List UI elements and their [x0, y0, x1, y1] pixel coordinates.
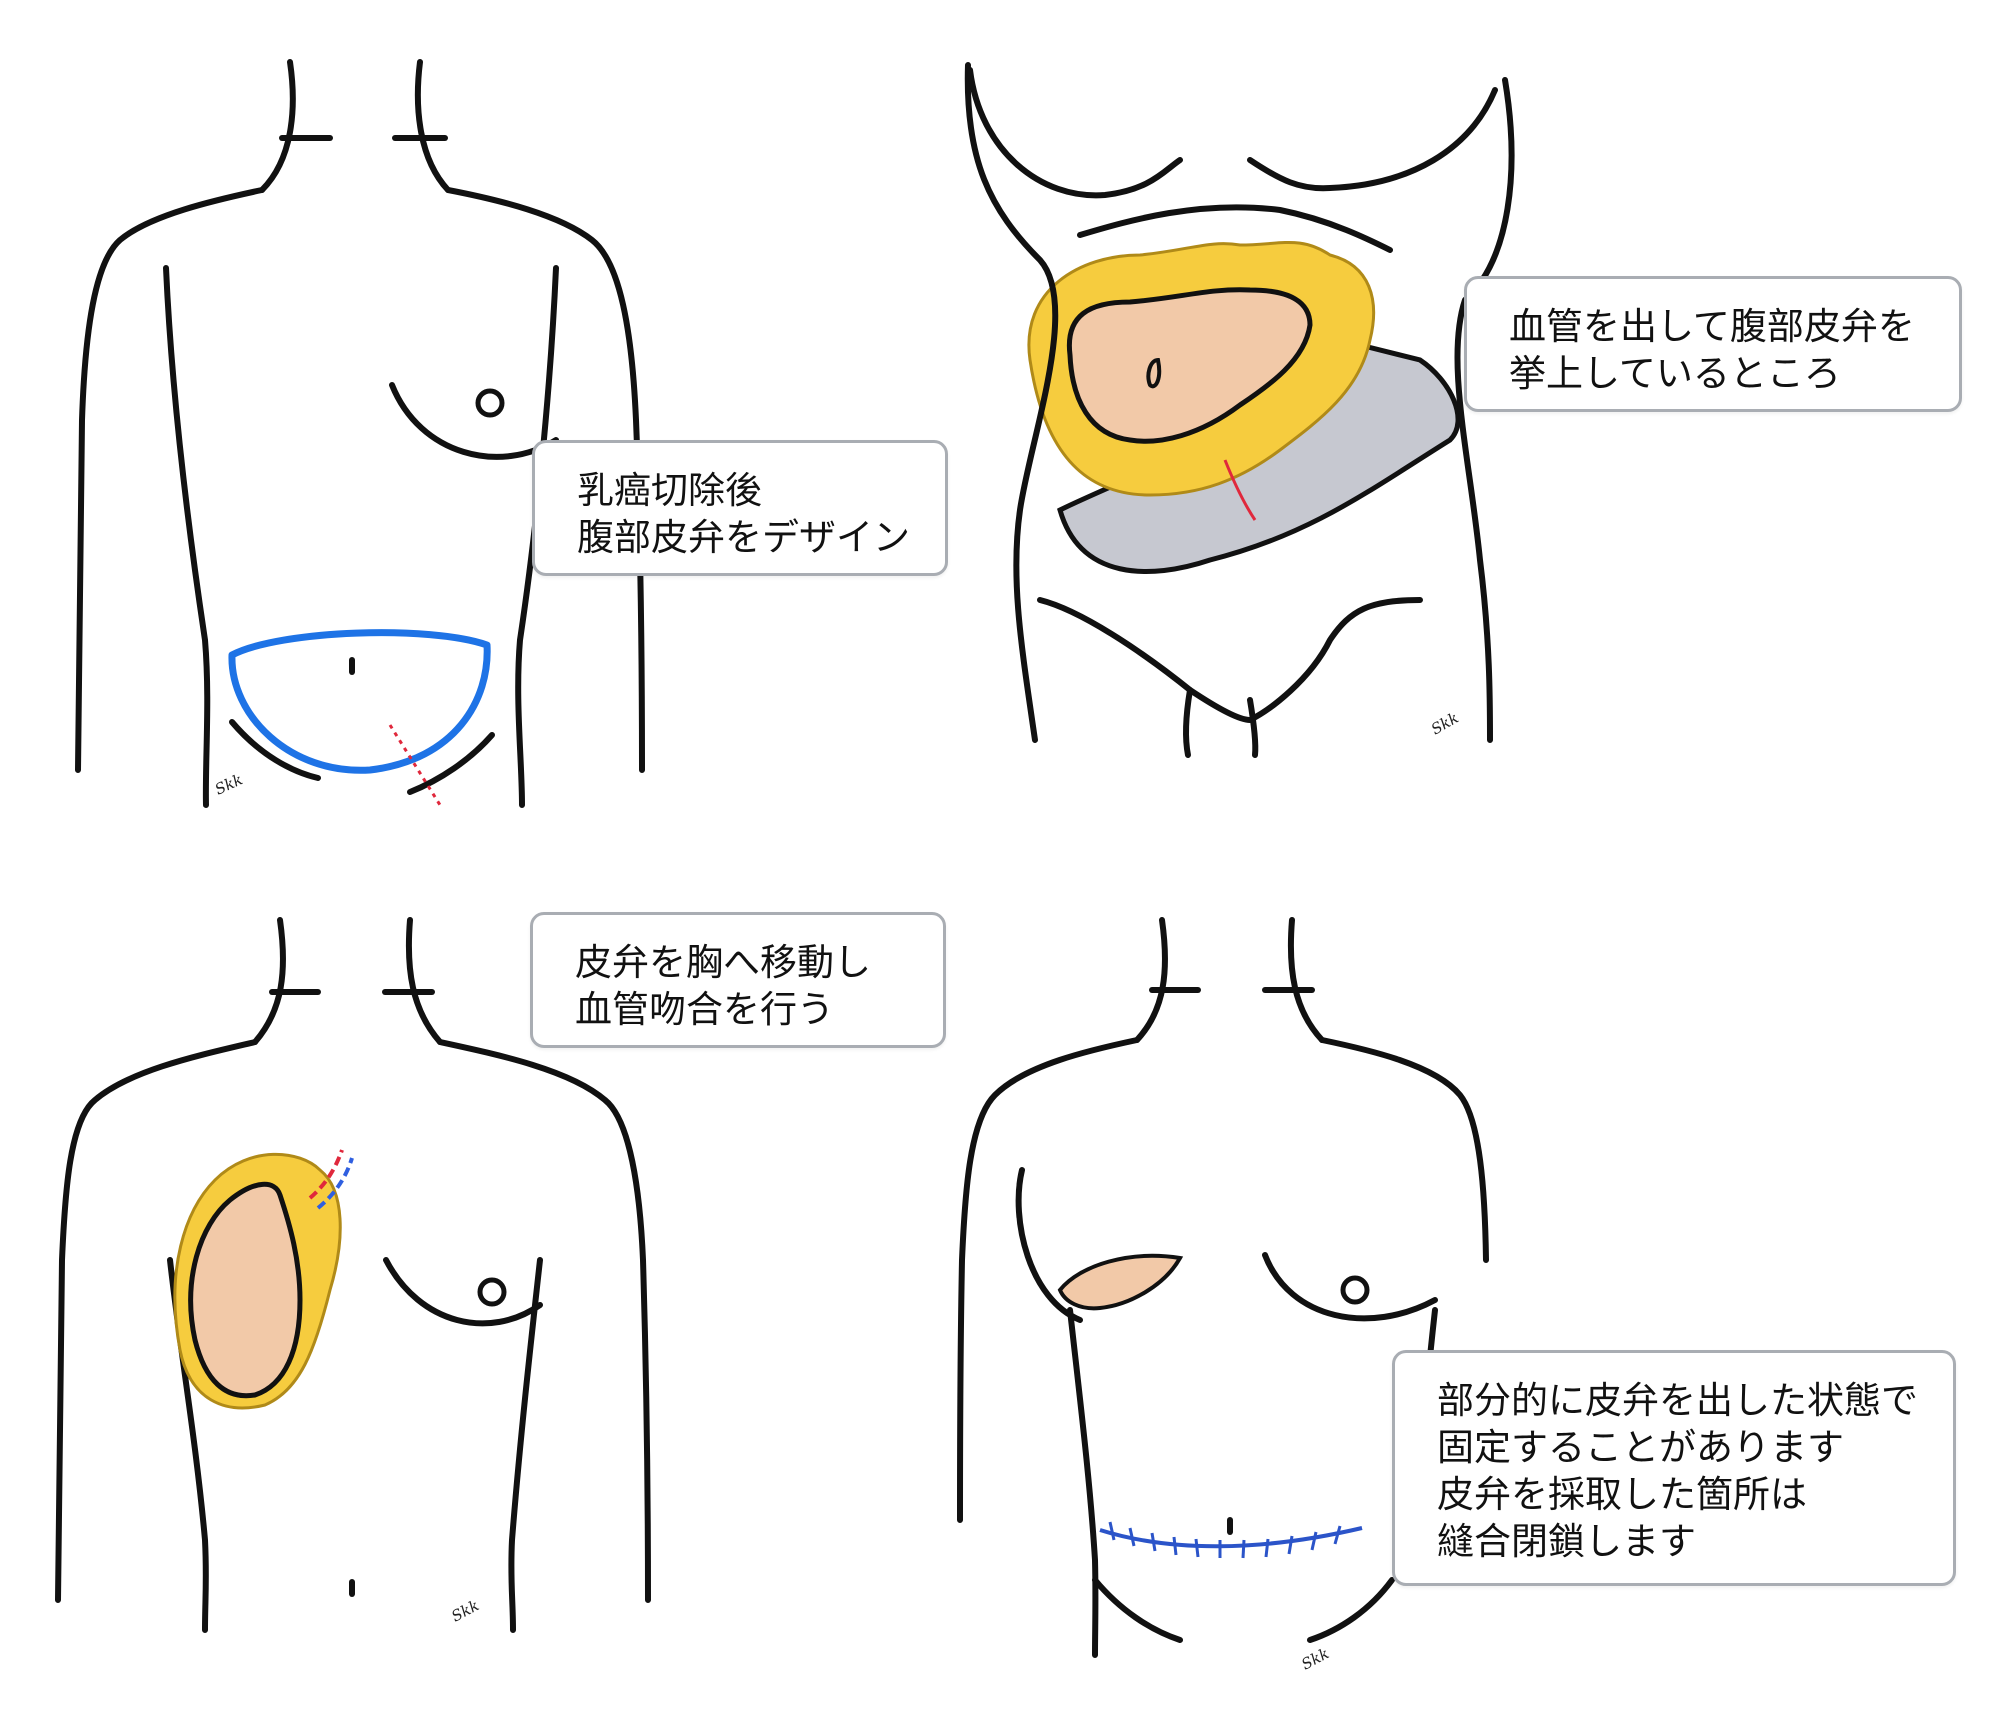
right-shoulder-arm: [437, 1039, 651, 1603]
skin-paddle: [1057, 1253, 1184, 1311]
callout-step2-line-1: 血管を出して腹部皮弁を: [1509, 305, 1915, 348]
vein-vessel: [316, 1157, 354, 1210]
callout-step1-line-1: 乳癌切除後: [577, 469, 762, 512]
leg-right-line: [1247, 697, 1259, 758]
right-groin-line: [407, 732, 495, 795]
right-breast-line: [383, 1257, 543, 1327]
artist-signature: Skk: [448, 1596, 482, 1625]
right-nipple: [1340, 1275, 1370, 1305]
groin-curve: [1037, 597, 1423, 723]
callout-step1: 乳癌切除後 腹部皮弁をデザイン: [532, 440, 948, 576]
left-breast-line: [1015, 1167, 1083, 1323]
groin-right-line: [1307, 1577, 1395, 1643]
left-groin-line: [229, 719, 321, 781]
left-shoulder-arm: [75, 187, 265, 773]
leg-left-line: [1182, 687, 1193, 758]
flap-skin-surface: [188, 1181, 303, 1399]
callout-step3-line-2: 血管吻合を行う: [575, 988, 834, 1031]
artist-signature: Skk: [1298, 1644, 1332, 1673]
callout-step4: 部分的に皮弁を出した状態で 固定することがあります 皮弁を採取した箇所は 縫合閉…: [1392, 1350, 1956, 1586]
torso-right-outline: [1454, 77, 1515, 743]
callout-step2-line-2: 挙上しているところ: [1509, 352, 1841, 395]
flap-navel: [1146, 357, 1162, 389]
neck-left-line: [1134, 917, 1168, 1043]
groin-left-line: [1092, 1577, 1183, 1643]
right-breast-line: [389, 382, 559, 460]
panel-step2-illustration: Skk: [950, 40, 1570, 760]
torso-left-side: [163, 265, 211, 808]
artery-vessel: [308, 1149, 344, 1200]
right-breast-line: [1262, 1252, 1438, 1322]
artist-signature: Skk: [212, 770, 245, 798]
callout-step4-line-3: 皮弁を採取した箇所は: [1437, 1473, 1807, 1516]
torso-left-side: [1067, 1307, 1099, 1658]
neck-right-line: [405, 917, 443, 1045]
callout-step2: 血管を出して腹部皮弁を 挙上しているところ: [1464, 276, 1962, 412]
right-breast-line: [1247, 87, 1498, 192]
torso-right-side: [508, 1257, 543, 1633]
artist-signature: Skk: [1428, 709, 1462, 739]
torso-left-outline: [964, 62, 1059, 743]
neck-left-line: [252, 917, 286, 1045]
left-shoulder-arm: [55, 1039, 258, 1603]
callout-step4-line-1: 部分的に皮弁を出した状態で: [1437, 1379, 1918, 1422]
flap-skin-surface: [1066, 287, 1313, 444]
callout-step4-line-4: 縫合閉鎖します: [1437, 1520, 1696, 1563]
panel-step3-illustration: Skk: [0, 880, 700, 1660]
dotted-incision-line: [388, 724, 442, 806]
vascular-pedicle: [1223, 459, 1257, 521]
neck-right-line: [414, 59, 451, 193]
right-nipple: [475, 388, 505, 418]
right-shoulder-arm: [1319, 1037, 1489, 1263]
callout-step3-line-1: 皮弁を胸へ移動し: [575, 941, 871, 984]
abdomen-illustration: Skk: [964, 62, 1515, 758]
lower-chest-line: [1077, 204, 1393, 253]
callout-step1-line-2: 腹部皮弁をデザイン: [577, 516, 910, 559]
suture-stitches: [1108, 1521, 1342, 1559]
torso-front-illustration: Skk: [55, 917, 651, 1633]
panel-step1-illustration: Skk: [0, 0, 680, 820]
callout-step3: 皮弁を胸へ移動し 血管吻合を行う: [530, 912, 946, 1048]
flap-design-outline: [228, 629, 491, 774]
torso-right-side: [515, 265, 559, 808]
left-breast-line: [967, 67, 1183, 199]
torso-front-illustration: Skk: [75, 59, 645, 808]
right-shoulder-arm: [445, 187, 645, 773]
neck-left-line: [259, 59, 296, 193]
right-nipple: [477, 1277, 507, 1307]
left-shoulder-arm: [957, 1037, 1140, 1523]
neck-right-line: [1287, 917, 1325, 1043]
callout-step4-line-2: 固定することがあります: [1437, 1426, 1844, 1469]
